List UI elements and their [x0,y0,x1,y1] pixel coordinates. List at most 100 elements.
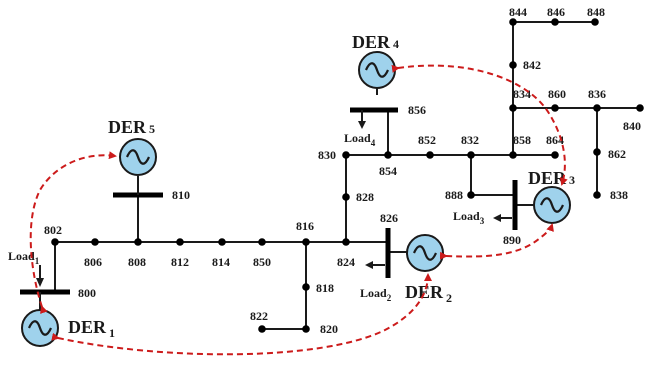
node-label-826: 826 [380,211,398,225]
load-2-main: Load [360,286,387,300]
ac-source-icon [412,245,438,261]
node-864 [551,151,559,159]
node-label-830: 830 [318,148,336,162]
node-808 [134,238,142,246]
node-830 [342,151,350,159]
der-3-sub: 3 [569,173,575,187]
der-1-sub: 1 [109,326,115,340]
node-label-832: 832 [461,133,479,147]
node-860 [551,104,559,112]
comm-link-der4-der3 [391,64,568,186]
node-label-850: 850 [253,255,271,269]
node-806 [91,238,99,246]
node-label-822: 822 [250,309,268,323]
node-label-824: 824 [337,255,355,269]
load-3-label: Load3 [453,209,485,226]
loads: Load1 Load2 Load3 Load4 [8,110,512,303]
node-836 [593,104,601,112]
der-1-main: DER [68,317,107,337]
node-812 [176,238,184,246]
node-label-834: 834 [513,87,531,101]
node-824 [342,238,350,246]
node-814 [218,238,226,246]
node-858 [509,151,517,159]
der-2-main: DER [405,282,444,302]
load-3-main: Load [453,209,480,223]
load-3-sub: 3 [480,216,485,226]
node-840 [636,104,644,112]
node-label-828: 828 [356,190,374,204]
node-label-816: 816 [296,219,314,233]
node-label-848: 848 [587,5,605,19]
node-label-818: 818 [316,281,334,295]
node-label-890: 890 [503,233,521,247]
node-834 [509,104,517,112]
node-label-808: 808 [128,255,146,269]
node-852 [426,151,434,159]
load-4-main: Load [344,131,371,145]
node-862 [593,148,601,156]
node-854 [384,151,392,159]
node-850 [258,238,266,246]
node-label-810: 810 [172,188,190,202]
der-3-main: DER [528,168,567,188]
load-2-label: Load2 [360,286,392,303]
node-label-860: 860 [548,87,566,101]
node-label-812: 812 [171,255,189,269]
der-4-main: DER [352,32,391,52]
load-3: Load3 [453,209,512,226]
node-label-852: 852 [418,133,436,147]
node-label-862: 862 [608,147,626,161]
node-label-802: 802 [44,223,62,237]
comm-link-der1-der5 [29,151,117,314]
load-2-sub: 2 [387,293,392,303]
load-arrowhead-icon [365,261,373,269]
node-label-820: 820 [320,322,338,336]
node-832 [467,151,475,159]
load-4-sub: 4 [371,138,376,148]
node-label-800: 800 [78,286,96,300]
node-828 [342,193,350,201]
node-label-836: 836 [588,87,606,101]
load-1: Load1 [8,249,44,287]
node-846 [551,18,559,26]
node-802 [51,238,59,246]
load-4: Load4 [344,110,376,148]
der-2-sub: 2 [446,291,452,305]
ac-source-icon [125,149,151,165]
node-label-840: 840 [623,119,641,133]
node-label-814: 814 [212,255,230,269]
communication-links [29,64,568,356]
node-label-856: 856 [408,103,426,117]
node-label-806: 806 [84,255,102,269]
load-1-main: Load [8,249,35,263]
load-1-sub: 1 [35,256,40,266]
load-4-label: Load4 [344,131,376,148]
der-5-sub: 5 [149,122,155,136]
node-888 [467,191,475,199]
node-label-858: 858 [513,133,531,147]
node-822 [258,325,266,333]
node-820 [302,325,310,333]
load-arrowhead-icon [493,214,501,222]
comm-link-der2-der3 [439,223,554,260]
node-842 [509,61,517,69]
node-label-842: 842 [523,58,541,72]
der-5-main: DER [108,117,147,137]
load-1-label: Load1 [8,249,40,266]
ac-source-icon [27,320,53,336]
node-label-838: 838 [610,188,628,202]
node-label-888: 888 [445,188,463,202]
